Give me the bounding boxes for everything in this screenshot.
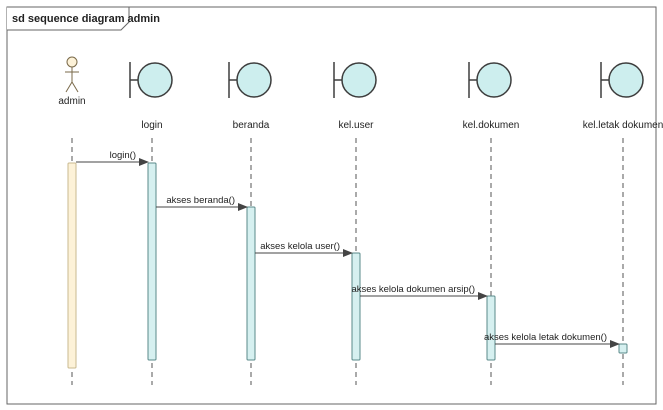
message-label: akses beranda() xyxy=(166,195,235,206)
boundary-icon xyxy=(228,62,272,98)
participant-label-kel_letak_dokumen: kel.letak dokumen xyxy=(583,120,663,131)
participant-label-beranda: beranda xyxy=(233,120,270,131)
message-label: akses kelola letak dokumen() xyxy=(484,332,607,343)
frame-title: sd sequence diagram admin xyxy=(12,13,160,25)
activation-bar-admin xyxy=(67,162,77,369)
boundary-icon xyxy=(333,62,377,98)
boundary-icon xyxy=(600,62,644,98)
activation-bar-kel_dokumen xyxy=(486,295,496,361)
message-label: akses kelola user() xyxy=(260,241,340,252)
participant-label-kel_user: kel.user xyxy=(338,120,374,131)
participant-label-admin: admin xyxy=(58,96,85,107)
activation-bar-kel_user xyxy=(351,252,361,361)
activation-bar-login xyxy=(147,162,157,361)
boundary-icon xyxy=(468,62,512,98)
message-label: login() xyxy=(110,150,136,161)
participant-label-login: login xyxy=(141,120,162,131)
participant-label-kel_dokumen: kel.dokumen xyxy=(463,120,520,131)
boundary-icon xyxy=(129,62,173,98)
messages: login() akses beranda() akses kelola user(… xyxy=(76,150,620,348)
activation-bar-kel_letak_dokumen xyxy=(618,343,628,354)
activation-bar-beranda xyxy=(246,206,256,361)
activation-bars xyxy=(67,162,628,369)
message-label: akses kelola dokumen arsip() xyxy=(351,284,475,295)
frame-title-tab xyxy=(7,6,130,31)
frame-border xyxy=(6,6,657,405)
participant-heads: admin login beranda kel.user kel.dokumen kel.… xyxy=(58,56,663,131)
actor-icon xyxy=(65,56,79,93)
